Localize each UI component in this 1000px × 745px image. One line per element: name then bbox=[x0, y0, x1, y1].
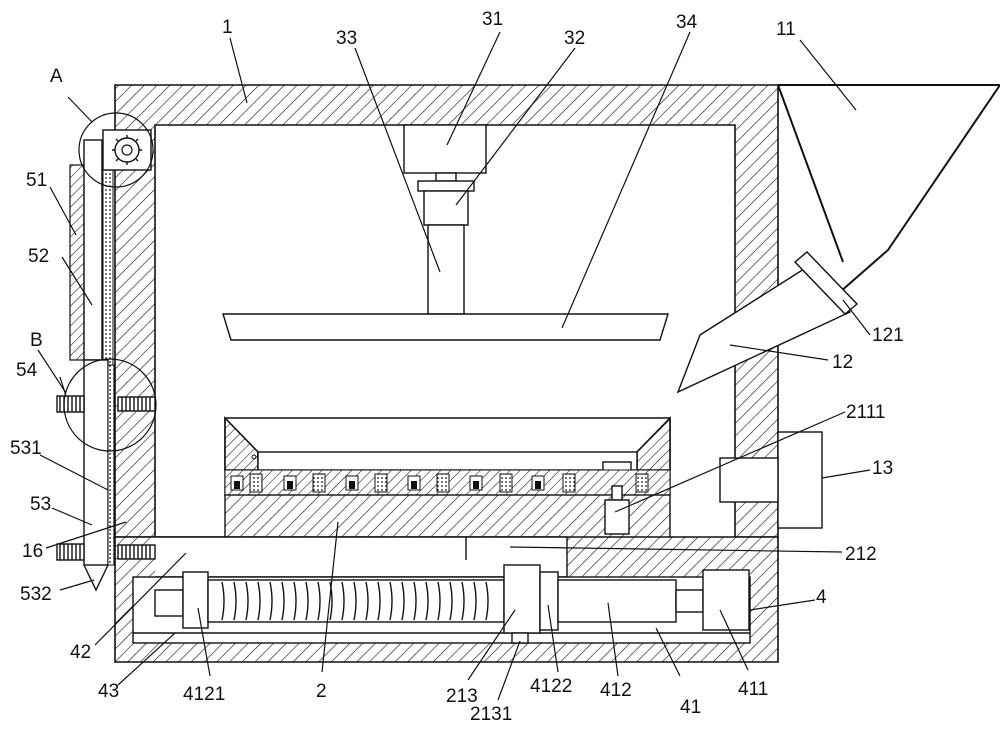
detail-circle-b bbox=[63, 358, 157, 452]
label-33: 33 bbox=[336, 28, 357, 49]
label-213: 213 bbox=[446, 686, 478, 707]
label-16: 16 bbox=[22, 541, 43, 562]
label-43: 43 bbox=[98, 681, 119, 702]
label-42: 42 bbox=[70, 642, 91, 663]
label-2: 2 bbox=[316, 681, 327, 702]
label-51: 51 bbox=[26, 170, 47, 191]
label-2131: 2131 bbox=[470, 704, 512, 725]
discharge-chute bbox=[676, 261, 852, 394]
label-411: 411 bbox=[738, 679, 768, 700]
label-212: 212 bbox=[845, 544, 877, 565]
leader-lines bbox=[37, 31, 871, 701]
top-motor-assembly bbox=[222, 124, 669, 341]
chute-valve bbox=[793, 251, 859, 315]
label-32: 32 bbox=[564, 28, 585, 49]
label-B: B bbox=[30, 330, 43, 351]
label-54: 54 bbox=[16, 360, 38, 381]
label-13: 13 bbox=[872, 458, 893, 479]
label-1: 1 bbox=[222, 17, 233, 38]
side-box bbox=[719, 431, 823, 529]
lead-screw bbox=[154, 564, 750, 644]
label-121: 121 bbox=[872, 325, 904, 346]
part-labels: 1 31 32 33 34 11 121 12 2111 13 212 4 41… bbox=[10, 9, 904, 725]
label-2111: 2111 bbox=[846, 402, 885, 423]
left-mechanism bbox=[56, 129, 156, 592]
label-531: 531 bbox=[10, 438, 42, 459]
detail-circle-a bbox=[78, 112, 154, 188]
spring-row bbox=[230, 473, 649, 493]
label-412: 412 bbox=[600, 680, 632, 701]
label-4122: 4122 bbox=[530, 676, 572, 697]
sensor-2111 bbox=[604, 485, 630, 535]
label-532: 532 bbox=[20, 584, 52, 605]
label-31: 31 bbox=[482, 9, 503, 30]
label-41: 41 bbox=[680, 697, 701, 718]
label-4121: 4121 bbox=[183, 684, 225, 705]
label-11: 11 bbox=[776, 19, 796, 40]
label-4: 4 bbox=[816, 587, 827, 608]
label-53: 53 bbox=[30, 494, 51, 515]
label-52: 52 bbox=[28, 246, 49, 267]
feed-hopper bbox=[777, 84, 1000, 293]
label-A: A bbox=[50, 66, 63, 87]
label-12: 12 bbox=[832, 352, 853, 373]
label-34: 34 bbox=[676, 12, 698, 33]
